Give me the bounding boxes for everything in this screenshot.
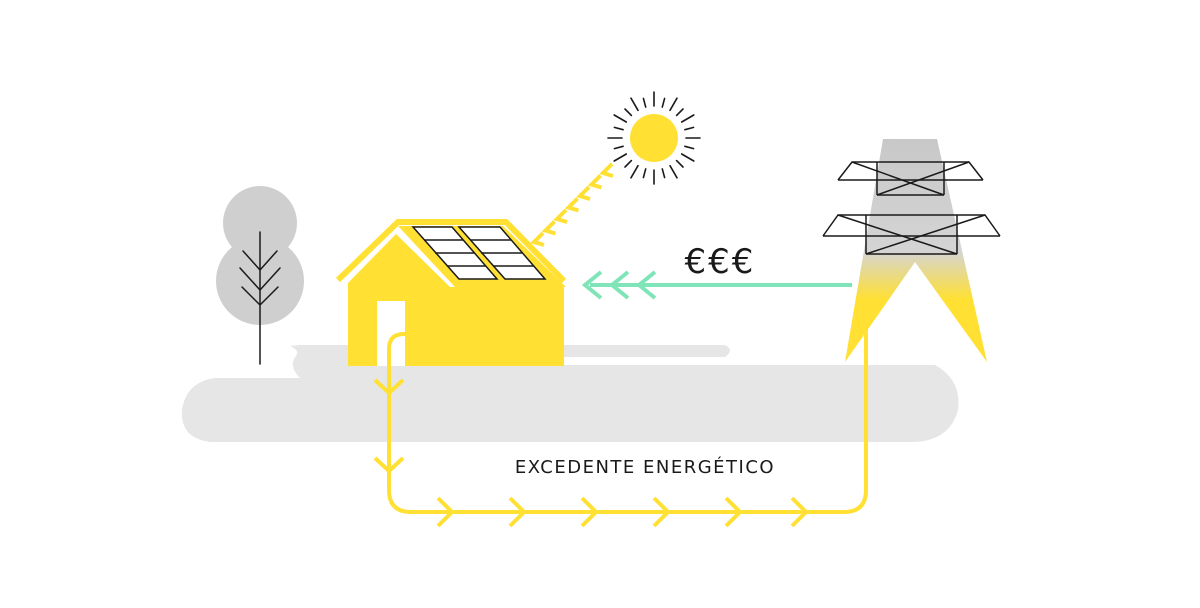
sun-ray bbox=[613, 126, 624, 131]
sunlight-chevron bbox=[564, 197, 580, 213]
sun-ray bbox=[661, 168, 666, 179]
sun-ray bbox=[680, 114, 695, 123]
flow-chevron-right bbox=[790, 496, 809, 528]
sun-ray bbox=[630, 164, 639, 179]
sun-ray bbox=[680, 153, 695, 162]
sun-ray bbox=[684, 145, 695, 150]
electricity-pylon-icon bbox=[822, 139, 1001, 362]
money-chevron bbox=[608, 270, 630, 300]
sun-ray bbox=[684, 126, 695, 131]
flow-chevron-right bbox=[508, 496, 527, 528]
flow-chevron-down bbox=[373, 378, 405, 396]
sunlight-chevron bbox=[576, 185, 591, 201]
flow-chevron-down bbox=[373, 456, 405, 474]
sun-ray bbox=[675, 159, 684, 168]
sun-ray bbox=[669, 97, 678, 112]
tree-icon bbox=[216, 186, 304, 365]
sun-ray bbox=[642, 97, 647, 108]
money-chevron bbox=[635, 270, 657, 300]
sun-icon bbox=[607, 91, 701, 185]
sun-ray bbox=[642, 168, 647, 179]
sun-ray bbox=[630, 97, 639, 112]
sun-ray bbox=[624, 159, 633, 168]
sun-ray bbox=[613, 114, 628, 123]
sun-ray bbox=[669, 164, 678, 179]
money-label: €€€ bbox=[685, 242, 756, 282]
flow-chevron-right bbox=[580, 496, 599, 528]
sun-ray bbox=[661, 97, 666, 108]
sun-ray bbox=[624, 108, 633, 117]
flow-chevron-right bbox=[724, 496, 743, 528]
solar-panel-icon bbox=[411, 226, 547, 280]
sunlight-chevron bbox=[541, 220, 557, 236]
surplus-energy-flow bbox=[373, 319, 868, 528]
money-chevron bbox=[581, 270, 603, 300]
money-flow-arrow bbox=[581, 270, 852, 300]
sunlight-chevron bbox=[530, 231, 545, 247]
sun-ray bbox=[613, 145, 624, 150]
sunlight-arrows bbox=[530, 162, 614, 247]
sun-ray bbox=[613, 153, 628, 162]
sunlight-chevron bbox=[587, 174, 603, 190]
sunlight-chevron bbox=[553, 208, 568, 224]
flow-chevron-right bbox=[436, 496, 455, 528]
surplus-energy-label: EXCEDENTE ENERGÉTICO bbox=[515, 456, 775, 478]
sun-ray bbox=[675, 108, 684, 117]
sunlight-chevron bbox=[599, 162, 614, 178]
flow-chevron-right bbox=[652, 496, 671, 528]
ground bbox=[181, 345, 959, 442]
